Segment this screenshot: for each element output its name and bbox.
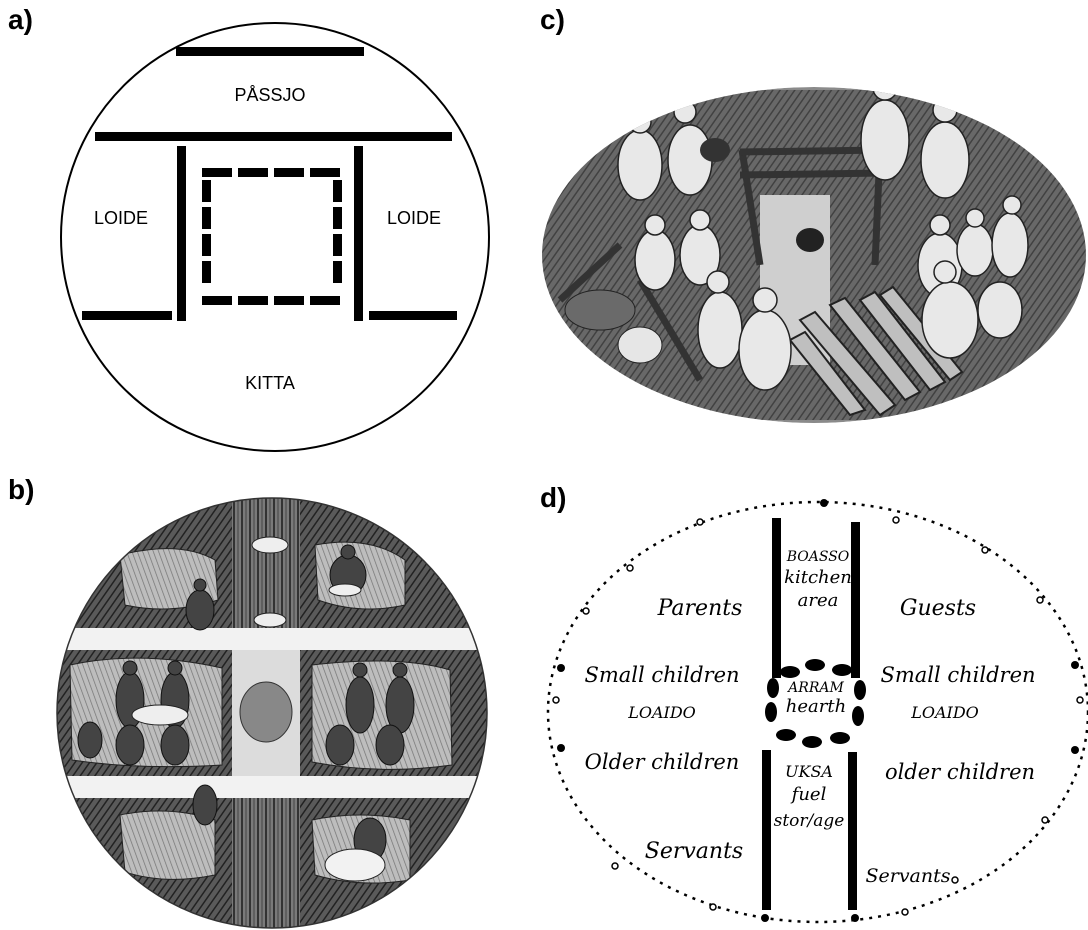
pole-lower-right — [848, 752, 857, 910]
pole-upper-left — [772, 518, 781, 678]
label-small-children-left: Small children — [584, 663, 739, 687]
panel-c-engraving — [540, 76, 1088, 423]
path-upper — [40, 628, 510, 650]
storage-word: stor/age — [774, 811, 845, 831]
label-servants-left: Servants — [645, 839, 743, 864]
label-small-children-right: Small children — [880, 663, 1035, 687]
room-loide-left: LOIDE — [94, 208, 148, 228]
label-servants-right: Servants — [865, 865, 950, 887]
hearth-name: ARRAM — [786, 680, 844, 696]
label-loaido-left: LOAIDO — [627, 703, 696, 722]
fuel-word: fuel — [790, 784, 827, 805]
label-parents: Parents — [657, 596, 743, 621]
label-older-children-right: older children — [885, 760, 1035, 784]
label-guests: Guests — [900, 596, 976, 621]
label-loaido-right: LOAIDO — [910, 703, 979, 722]
kitchen-word: kitchen — [784, 567, 852, 588]
path-lower — [40, 776, 510, 798]
room-kitta: KITTA — [245, 373, 295, 393]
kitchen-strip — [232, 498, 300, 628]
pole-lower-left — [762, 750, 771, 910]
kitchen-area-word: area — [798, 590, 839, 611]
fuel-name: UKSA — [785, 762, 833, 781]
label-older-children-left: Older children — [585, 750, 740, 774]
wall-upper — [95, 132, 452, 141]
wall-right — [354, 146, 363, 321]
room-passjo: PÅSSJO — [234, 85, 305, 105]
kitchen-name: BOASSO — [786, 549, 850, 565]
pole-upper-right — [851, 522, 860, 678]
wall-top — [176, 47, 364, 56]
wall-left — [177, 146, 186, 321]
hearth-word: hearth — [786, 696, 846, 717]
wall-bottom-left — [82, 311, 172, 320]
panel-b-engraving — [40, 498, 510, 930]
panel-a-plan: PÅSSJO LOIDE LOIDE KITTA — [61, 23, 489, 451]
room-loide-right: LOIDE — [387, 208, 441, 228]
wall-bottom-right — [369, 311, 457, 320]
hearth-square — [202, 168, 342, 305]
panel-d-plan: BOASSO kitchen area ARRAM hearth UKSA fu… — [548, 499, 1088, 922]
wood-storage — [232, 798, 300, 930]
